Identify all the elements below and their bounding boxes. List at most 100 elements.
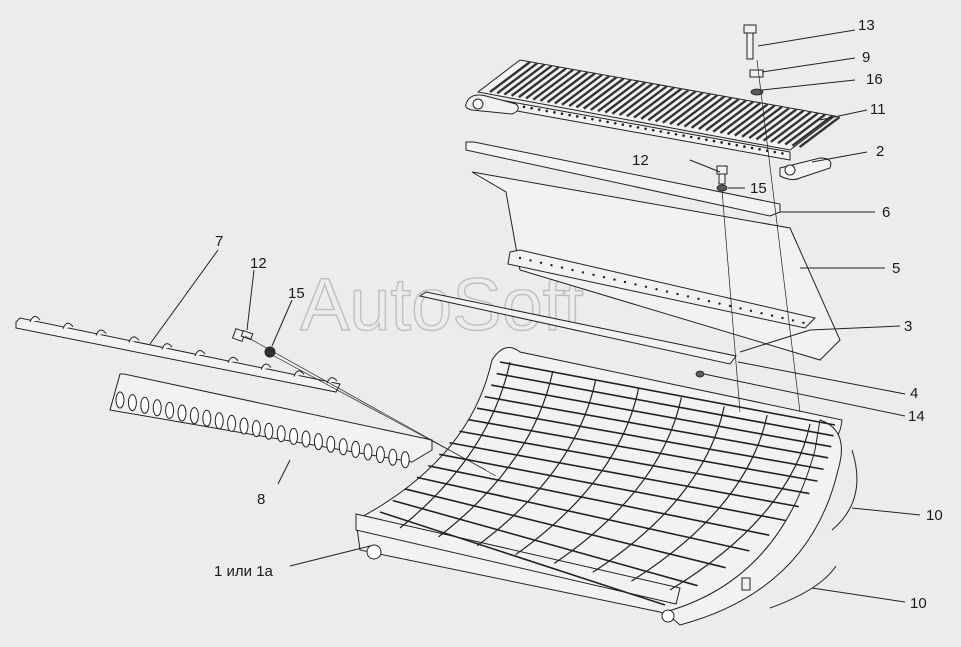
grate-hole: [781, 152, 784, 155]
grate-hole: [659, 130, 663, 133]
notch: [29, 316, 41, 323]
grate-rib: [784, 113, 826, 146]
strip-hole: [718, 302, 721, 305]
strip-hole: [707, 300, 711, 303]
label-10-lower: 10: [910, 595, 927, 612]
grate-rib: [510, 64, 553, 97]
bolt-12-upper: [716, 165, 728, 192]
strip-hole: [602, 276, 606, 279]
watermark-text: AutoSoft: [300, 263, 584, 346]
concave-bar: [379, 511, 666, 606]
concave-bar: [416, 476, 750, 552]
slot: [301, 430, 311, 448]
concave-bar: [468, 418, 818, 482]
rod-4: [418, 291, 737, 365]
slot: [375, 446, 385, 464]
label-13: 13: [858, 17, 875, 34]
grate-hole: [773, 150, 777, 154]
label-6: 6: [882, 204, 890, 221]
grate-rib: [705, 99, 747, 132]
strip-hole: [697, 297, 700, 300]
grate-rib: [575, 76, 618, 109]
grate-rib: [762, 109, 805, 142]
curved-strip-10-lower: [769, 565, 837, 609]
grate-hole: [606, 120, 609, 124]
concave-bar: [496, 372, 834, 437]
notch: [260, 363, 272, 370]
grate-rib: [791, 114, 834, 147]
label-9: 9: [862, 49, 870, 66]
curved-strip-10-upper: [831, 449, 858, 531]
strip-hole: [749, 309, 753, 312]
grate-rib: [618, 84, 661, 117]
grate-rib: [597, 80, 639, 113]
concave-frame: [355, 347, 843, 626]
label-5: 5: [892, 260, 900, 277]
grate-rib: [777, 112, 819, 145]
grate-rib: [698, 98, 740, 131]
strip-hole: [581, 271, 585, 274]
concave-bar: [428, 465, 770, 536]
screw-14: [695, 370, 705, 378]
grate-hole: [560, 112, 564, 115]
grate-hole: [636, 126, 640, 129]
grate-rib: [546, 71, 589, 104]
grate-hole: [667, 131, 670, 135]
grate-rib: [604, 81, 646, 114]
spacer-9: [749, 69, 764, 78]
notch: [293, 370, 305, 377]
grate-rib: [554, 72, 596, 105]
grate-hole: [682, 134, 685, 137]
label-12-lower: 12: [250, 255, 267, 272]
notch: [227, 356, 239, 363]
strip-hole: [529, 259, 532, 262]
slot: [227, 414, 237, 432]
slotted-plate-8: [109, 373, 433, 463]
grate-hole: [629, 124, 632, 128]
grate-rib: [640, 87, 682, 120]
strip-hole: [686, 295, 690, 298]
slot: [152, 399, 162, 417]
grate-rib: [590, 78, 632, 111]
bolt-13: [743, 24, 757, 60]
grate-hole: [575, 115, 579, 118]
concave-bar: [449, 441, 800, 508]
slot: [214, 412, 224, 430]
notch: [194, 350, 206, 357]
left-bracket: [465, 94, 519, 115]
concave-bar: [499, 361, 836, 426]
label-4: 4: [910, 385, 918, 402]
slot: [239, 417, 249, 435]
strip-hole: [770, 314, 774, 317]
grate-rib: [755, 108, 798, 141]
slot: [351, 440, 361, 458]
grate-hole: [689, 135, 693, 139]
grate-rib: [568, 75, 610, 108]
notch: [326, 377, 338, 384]
strip-hole: [623, 280, 627, 284]
slot: [165, 401, 175, 419]
label-15-upper: 15: [750, 180, 767, 197]
grate-rib: [726, 103, 769, 136]
slot: [127, 394, 137, 412]
slot: [326, 435, 336, 453]
grate-hole: [743, 145, 746, 148]
grate-rib: [712, 100, 754, 133]
grate-hole: [697, 137, 701, 140]
concave-rib: [515, 388, 640, 556]
grate-hole: [750, 146, 754, 150]
grate-hole: [522, 105, 526, 109]
slot: [177, 404, 187, 422]
concave-rib: [592, 406, 725, 573]
grate-rib: [561, 73, 603, 106]
washer-15-lower: [264, 346, 276, 358]
slot: [251, 420, 261, 438]
grate-rib: [532, 68, 574, 101]
concave-rib: [476, 379, 597, 547]
slot: [400, 451, 410, 469]
grate-rib: [662, 91, 704, 124]
grate-hole: [530, 106, 533, 110]
slot: [388, 448, 398, 466]
